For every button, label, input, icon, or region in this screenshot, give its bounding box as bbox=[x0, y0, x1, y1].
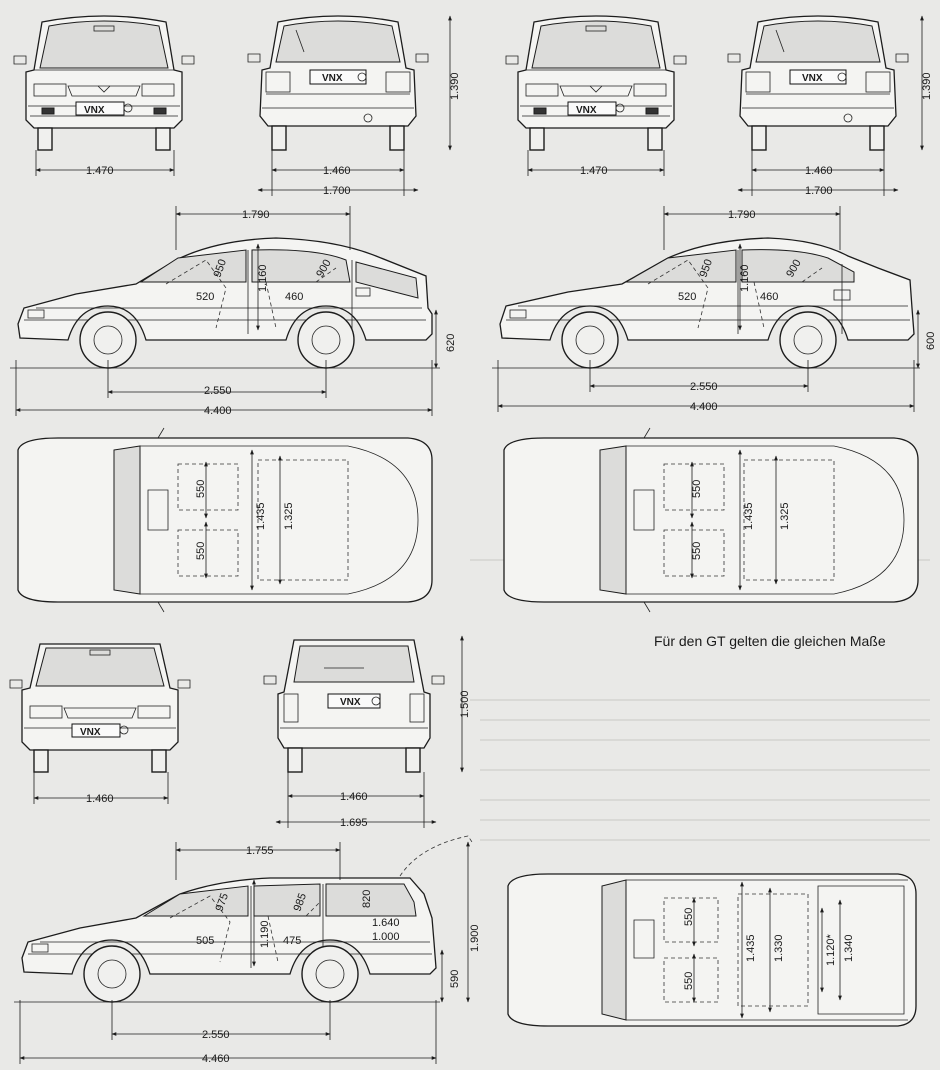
plate-label: VNX bbox=[576, 105, 597, 116]
wagon-rear-view: VNX bbox=[263, 639, 445, 773]
sedan-wheelbase-label: 2.550 bbox=[690, 381, 718, 393]
sedan-top-view bbox=[503, 427, 919, 613]
wagon-rear-height-label: 590 bbox=[449, 970, 461, 988]
wagon-length-label: 4.460 bbox=[202, 1053, 230, 1065]
row1-dimensions: 1.470 1.460 1.700 1.390 1.470 1.460 1.70… bbox=[35, 15, 933, 197]
sedan-front-seat-label: 520 bbox=[678, 291, 696, 303]
hatch-shoulder-front-label: 1.435 bbox=[255, 502, 267, 530]
wagon-interior-height-label: 1.190 bbox=[259, 920, 271, 948]
sedan-length-label: 4.400 bbox=[690, 401, 718, 413]
hatch-rear-track-label: 1.460 bbox=[323, 165, 351, 177]
gt-note: Für den GT gelten die gleichen Maße bbox=[654, 633, 886, 649]
hatch-cabin-length-label: 1.790 bbox=[242, 209, 270, 221]
sedan-cabin-length-label: 1.790 bbox=[728, 209, 756, 221]
hatch-front-seat-label: 520 bbox=[196, 291, 214, 303]
wagon-front-seat-label: 505 bbox=[196, 935, 214, 947]
wagon-tailgate-height-label: 1.900 bbox=[469, 924, 481, 952]
wagon-front-seat-width-label: 550 bbox=[683, 908, 695, 926]
wagon-cargo-width-label: 1.120* bbox=[825, 933, 837, 966]
wagon-rear-track-label: 1.460 bbox=[340, 791, 368, 803]
sedan-front-view: VNX bbox=[505, 15, 687, 151]
hatch-rear-seat-label: 460 bbox=[285, 291, 303, 303]
row5-dimensions: 1.755 975 985 820 505 475 1.190 1.640 1.… bbox=[14, 841, 855, 1065]
hatch-length-label: 4.400 bbox=[204, 405, 232, 417]
row3-dimensions: 550 550 1.435 1.325 550 550 1.435 1.325 bbox=[195, 449, 791, 591]
sedan-interior-height-label: 1.160 bbox=[739, 264, 751, 292]
wagon-width-label: 1.695 bbox=[340, 817, 368, 829]
sedan-rear-view: VNX bbox=[727, 15, 909, 151]
sedan-rear-track-label: 1.460 bbox=[805, 165, 833, 177]
wagon-wheelbase-label: 2.550 bbox=[202, 1029, 230, 1041]
wagon-load-opening-label: 1.000 bbox=[372, 931, 400, 943]
hatch-side-view bbox=[17, 237, 433, 369]
hatch-interior-height-label: 1.160 bbox=[257, 264, 269, 292]
plate-label: VNX bbox=[322, 73, 343, 84]
wagon-cargo-height-label: 820 bbox=[361, 890, 373, 908]
plate-label: VNX bbox=[802, 73, 823, 84]
hatch-height-label: 1.390 bbox=[449, 72, 461, 100]
sedan-rear-seat-width-label: 550 bbox=[691, 542, 703, 560]
row2-dimensions: 1.790 950 900 520 460 1.160 620 2.550 4.… bbox=[10, 206, 937, 417]
wagon-rear-seat-label: 475 bbox=[283, 935, 301, 947]
hatch-rear-view: VNX bbox=[247, 15, 429, 151]
hatch-front-seat-width-label: 550 bbox=[195, 480, 207, 498]
sedan-shoulder-front-label: 1.435 bbox=[743, 502, 755, 530]
hatch-width-label: 1.700 bbox=[323, 185, 351, 197]
wagon-tailgate-open-outline bbox=[399, 835, 473, 877]
wagon-cargo-floor-width-label: 1.340 bbox=[843, 934, 855, 962]
wagon-rear-seat-width-label: 550 bbox=[683, 972, 695, 990]
row4-dimensions: 1.460 1.460 1.695 1.500 bbox=[33, 635, 471, 829]
hatch-front-headroom-label: 950 bbox=[212, 258, 230, 279]
plate-label: VNX bbox=[80, 727, 101, 738]
hatch-rear-seat-width-label: 550 bbox=[195, 542, 207, 560]
sedan-side-view bbox=[499, 237, 915, 369]
hatch-rear-height-label: 620 bbox=[445, 334, 457, 352]
wagon-height-label: 1.500 bbox=[459, 690, 471, 718]
plate-label: VNX bbox=[340, 697, 361, 708]
plate-label: VNX bbox=[84, 105, 105, 116]
hatch-wheelbase-label: 2.550 bbox=[204, 385, 232, 397]
sedan-height-label: 1.390 bbox=[921, 72, 933, 100]
sedan-rear-height-label: 600 bbox=[925, 332, 937, 350]
wagon-cabin-length-label: 1.755 bbox=[246, 845, 274, 857]
wagon-front-headroom-label: 975 bbox=[214, 892, 232, 913]
wagon-front-view: VNX bbox=[9, 643, 191, 773]
sedan-front-track-label: 1.470 bbox=[580, 165, 608, 177]
sedan-width-label: 1.700 bbox=[805, 185, 833, 197]
hatch-front-view: VNX bbox=[13, 15, 195, 151]
sedan-front-headroom-label: 950 bbox=[698, 258, 716, 279]
wagon-shoulder-front-label: 1.435 bbox=[745, 934, 757, 962]
hatch-front-track-label: 1.470 bbox=[86, 165, 114, 177]
wagon-front-track-label: 1.460 bbox=[86, 793, 114, 805]
hatch-top-view bbox=[17, 427, 433, 613]
hatch-shoulder-rear-label: 1.325 bbox=[283, 502, 295, 530]
wagon-rear-headroom-label: 985 bbox=[292, 892, 310, 913]
sedan-rear-seat-label: 460 bbox=[760, 291, 778, 303]
wagon-shoulder-rear-label: 1.330 bbox=[773, 934, 785, 962]
wagon-load-sill-label: 1.640 bbox=[372, 917, 400, 929]
sedan-front-seat-width-label: 550 bbox=[691, 480, 703, 498]
sedan-shoulder-rear-label: 1.325 bbox=[779, 502, 791, 530]
